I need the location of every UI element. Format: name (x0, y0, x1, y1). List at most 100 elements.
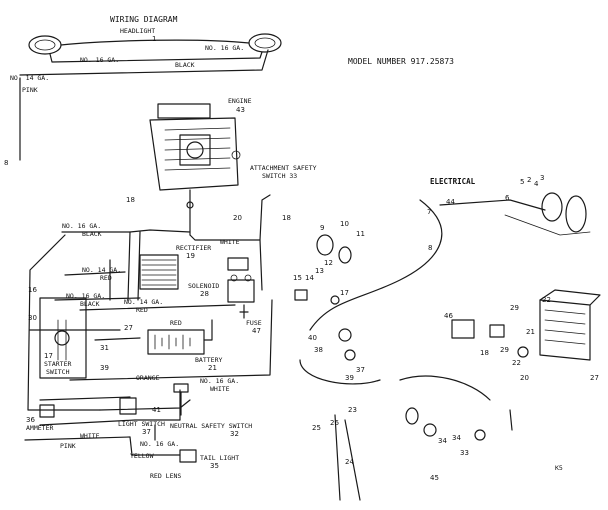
light-switch (119, 397, 137, 415)
callout-41: 41 (152, 406, 161, 414)
tail-light-label: TAIL LIGHT (200, 454, 239, 462)
ignition-parts (294, 234, 356, 361)
engine-drawing (149, 103, 241, 236)
rectifier-num: 19 (186, 252, 195, 260)
main-harness (24, 194, 273, 456)
engine-num: 43 (236, 106, 245, 114)
callout-25: 25 (312, 424, 321, 432)
callout-15: 15 (293, 274, 302, 282)
callout-23: 23 (348, 406, 357, 414)
battery-schematic (147, 319, 213, 355)
callout-13: 13 (315, 267, 324, 275)
ammeter (39, 404, 55, 418)
solenoid (227, 257, 255, 303)
attachment-switch-label-2: SWITCH 33 (262, 172, 297, 180)
starter-switch (39, 297, 87, 379)
attachment-switch-label-1: ATTACHMENT SAFETY (250, 164, 317, 172)
wire-label-top-16ga-2: NO. 16 GA. (205, 44, 244, 52)
solenoid-label: SOLENOID (188, 282, 219, 290)
wire-label-16ga-3: NO. 16 GA. (200, 377, 239, 385)
starter-switch-label-2: SWITCH (46, 368, 70, 376)
callout-7: 7 (427, 208, 431, 216)
callout-3: 3 (540, 174, 544, 182)
wire-label-pink-bottom: PINK (60, 442, 76, 450)
callout-27-right: 27 (590, 374, 599, 382)
neutral-switch-label: NEUTRAL SAFETY SWITCH (170, 422, 252, 430)
wire-label-14ga-2: NO. 14 GA. (124, 298, 163, 306)
callout-44: 44 (446, 198, 455, 206)
ammeter-label: AMMETER (26, 424, 53, 432)
callout-20-right: 20 (520, 374, 529, 382)
wire-label-16ga-2: NO. 16 GA. (66, 292, 105, 300)
battery-exploded (539, 289, 601, 361)
callout-29: 29 (510, 304, 519, 312)
callout-10: 10 (340, 220, 349, 228)
light-switch-label: LIGHT SWITCH (118, 420, 165, 428)
callout-12: 12 (324, 259, 333, 267)
wire-label-white-2: WHITE (210, 385, 230, 393)
headlight-label: HEADLIGHT (120, 27, 155, 35)
wire-label-black-top: BLACK (175, 61, 195, 69)
wire-label-red-1: RED (100, 274, 112, 282)
callout-39: 39 (100, 364, 109, 372)
solenoid-num: 28 (200, 290, 209, 298)
wire-label-14ga-left: NO. 14 GA. (10, 74, 49, 82)
callout-4: 4 (534, 180, 539, 188)
battery-label: BATTERY (195, 356, 222, 364)
callout-27: 27 (124, 324, 133, 332)
wire-label-orange: ORANGE (136, 374, 160, 382)
wire-label-14ga-1: NO. 14 GA. (82, 266, 121, 274)
page-code: K5 (555, 464, 563, 472)
callout-11: 11 (356, 230, 365, 238)
callout-6: 6 (505, 194, 510, 202)
fuse-label: FUSE (246, 319, 262, 327)
callout-33: 33 (460, 449, 469, 457)
red-lens-label: RED LENS (150, 472, 181, 480)
battery-num: 21 (208, 364, 217, 372)
wire-label-pink-top: PINK (22, 86, 38, 94)
callout-14: 14 (305, 274, 314, 282)
harness-loop (299, 359, 381, 385)
callout-29b: 29 (500, 346, 509, 354)
callout-37: 37 (356, 366, 365, 374)
electrical-label: ELECTRICAL (430, 177, 476, 186)
callout-34: 34 (452, 434, 461, 442)
model-number: MODEL NUMBER 917.25873 (348, 57, 454, 66)
callout-34b: 34 (438, 437, 447, 445)
rectifier-exploded (451, 319, 529, 358)
callout-2: 2 (527, 176, 531, 184)
rectifier (139, 254, 179, 290)
callout-18a: 18 (126, 196, 135, 204)
diagram-title: WIRING DIAGRAM (110, 15, 178, 24)
rectifier-label: RECTIFIER (176, 244, 211, 252)
wire-label-black-2: BLACK (80, 300, 100, 308)
callout-26: 26 (330, 419, 339, 427)
callout-22a: 22 (542, 296, 551, 304)
headlight-assembly (19, 33, 282, 161)
callout-20: 20 (233, 214, 242, 222)
wire-label-white-3: WHITE (80, 432, 100, 440)
wire-label-red-2: RED (136, 306, 148, 314)
callout-8: 8 (4, 159, 8, 167)
wire-label-white-1: WHITE (220, 238, 240, 246)
callout-31: 31 (100, 344, 109, 352)
fuse-num: 47 (252, 327, 261, 335)
callout-38: 38 (314, 346, 323, 354)
harness-curve-right (309, 199, 443, 331)
starter-switch-label-1: STARTER (44, 360, 71, 368)
callout-40: 40 (308, 334, 317, 342)
callout-21: 21 (526, 328, 535, 336)
wire-label-red-3: RED (170, 319, 182, 327)
callout-36: 36 (26, 416, 35, 424)
tail-light (179, 449, 197, 463)
engine-label: ENGINE (228, 97, 252, 105)
callout-45: 45 (430, 474, 439, 482)
wire-label-black-1: BLACK (82, 230, 102, 238)
starter-switch-num: 17 (44, 352, 53, 360)
callout-22b: 22 (512, 359, 521, 367)
callout-39-right: 39 (345, 374, 354, 382)
headlight-exploded (439, 192, 591, 236)
callout-18-right: 18 (480, 349, 489, 357)
callout-5: 5 (520, 178, 524, 186)
